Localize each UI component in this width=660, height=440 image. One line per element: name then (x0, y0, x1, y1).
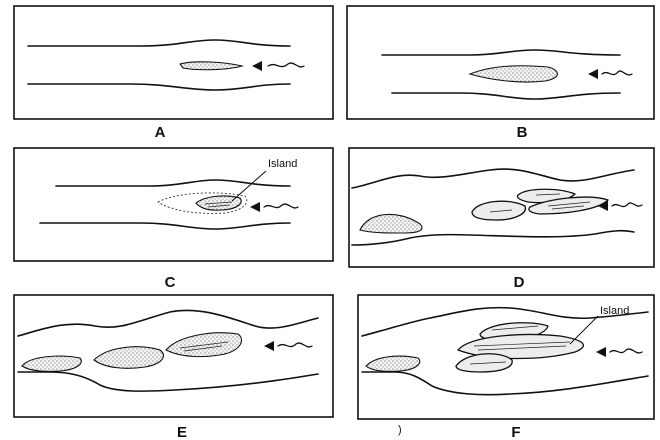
panel-c-label: C (165, 274, 176, 291)
panel-a: A (14, 6, 333, 141)
panel-f-callout-text: Island (600, 305, 629, 317)
panel-f-label: F (511, 424, 520, 440)
panel-a-label: A (155, 124, 166, 141)
panel-d: D (349, 148, 654, 291)
panel-b-frame (347, 6, 654, 119)
panel-e: E (14, 295, 333, 440)
panel-b-label: B (517, 124, 528, 141)
panel-c: Island C (14, 148, 333, 291)
panel-a-frame (14, 6, 333, 119)
panel-f: Island F (358, 295, 654, 440)
panel-b: B (347, 6, 654, 141)
panel-c-callout-text: Island (268, 158, 297, 170)
panel-d-label: D (514, 274, 525, 291)
stray-mark: ) (398, 424, 402, 436)
panel-e-label: E (177, 424, 187, 440)
